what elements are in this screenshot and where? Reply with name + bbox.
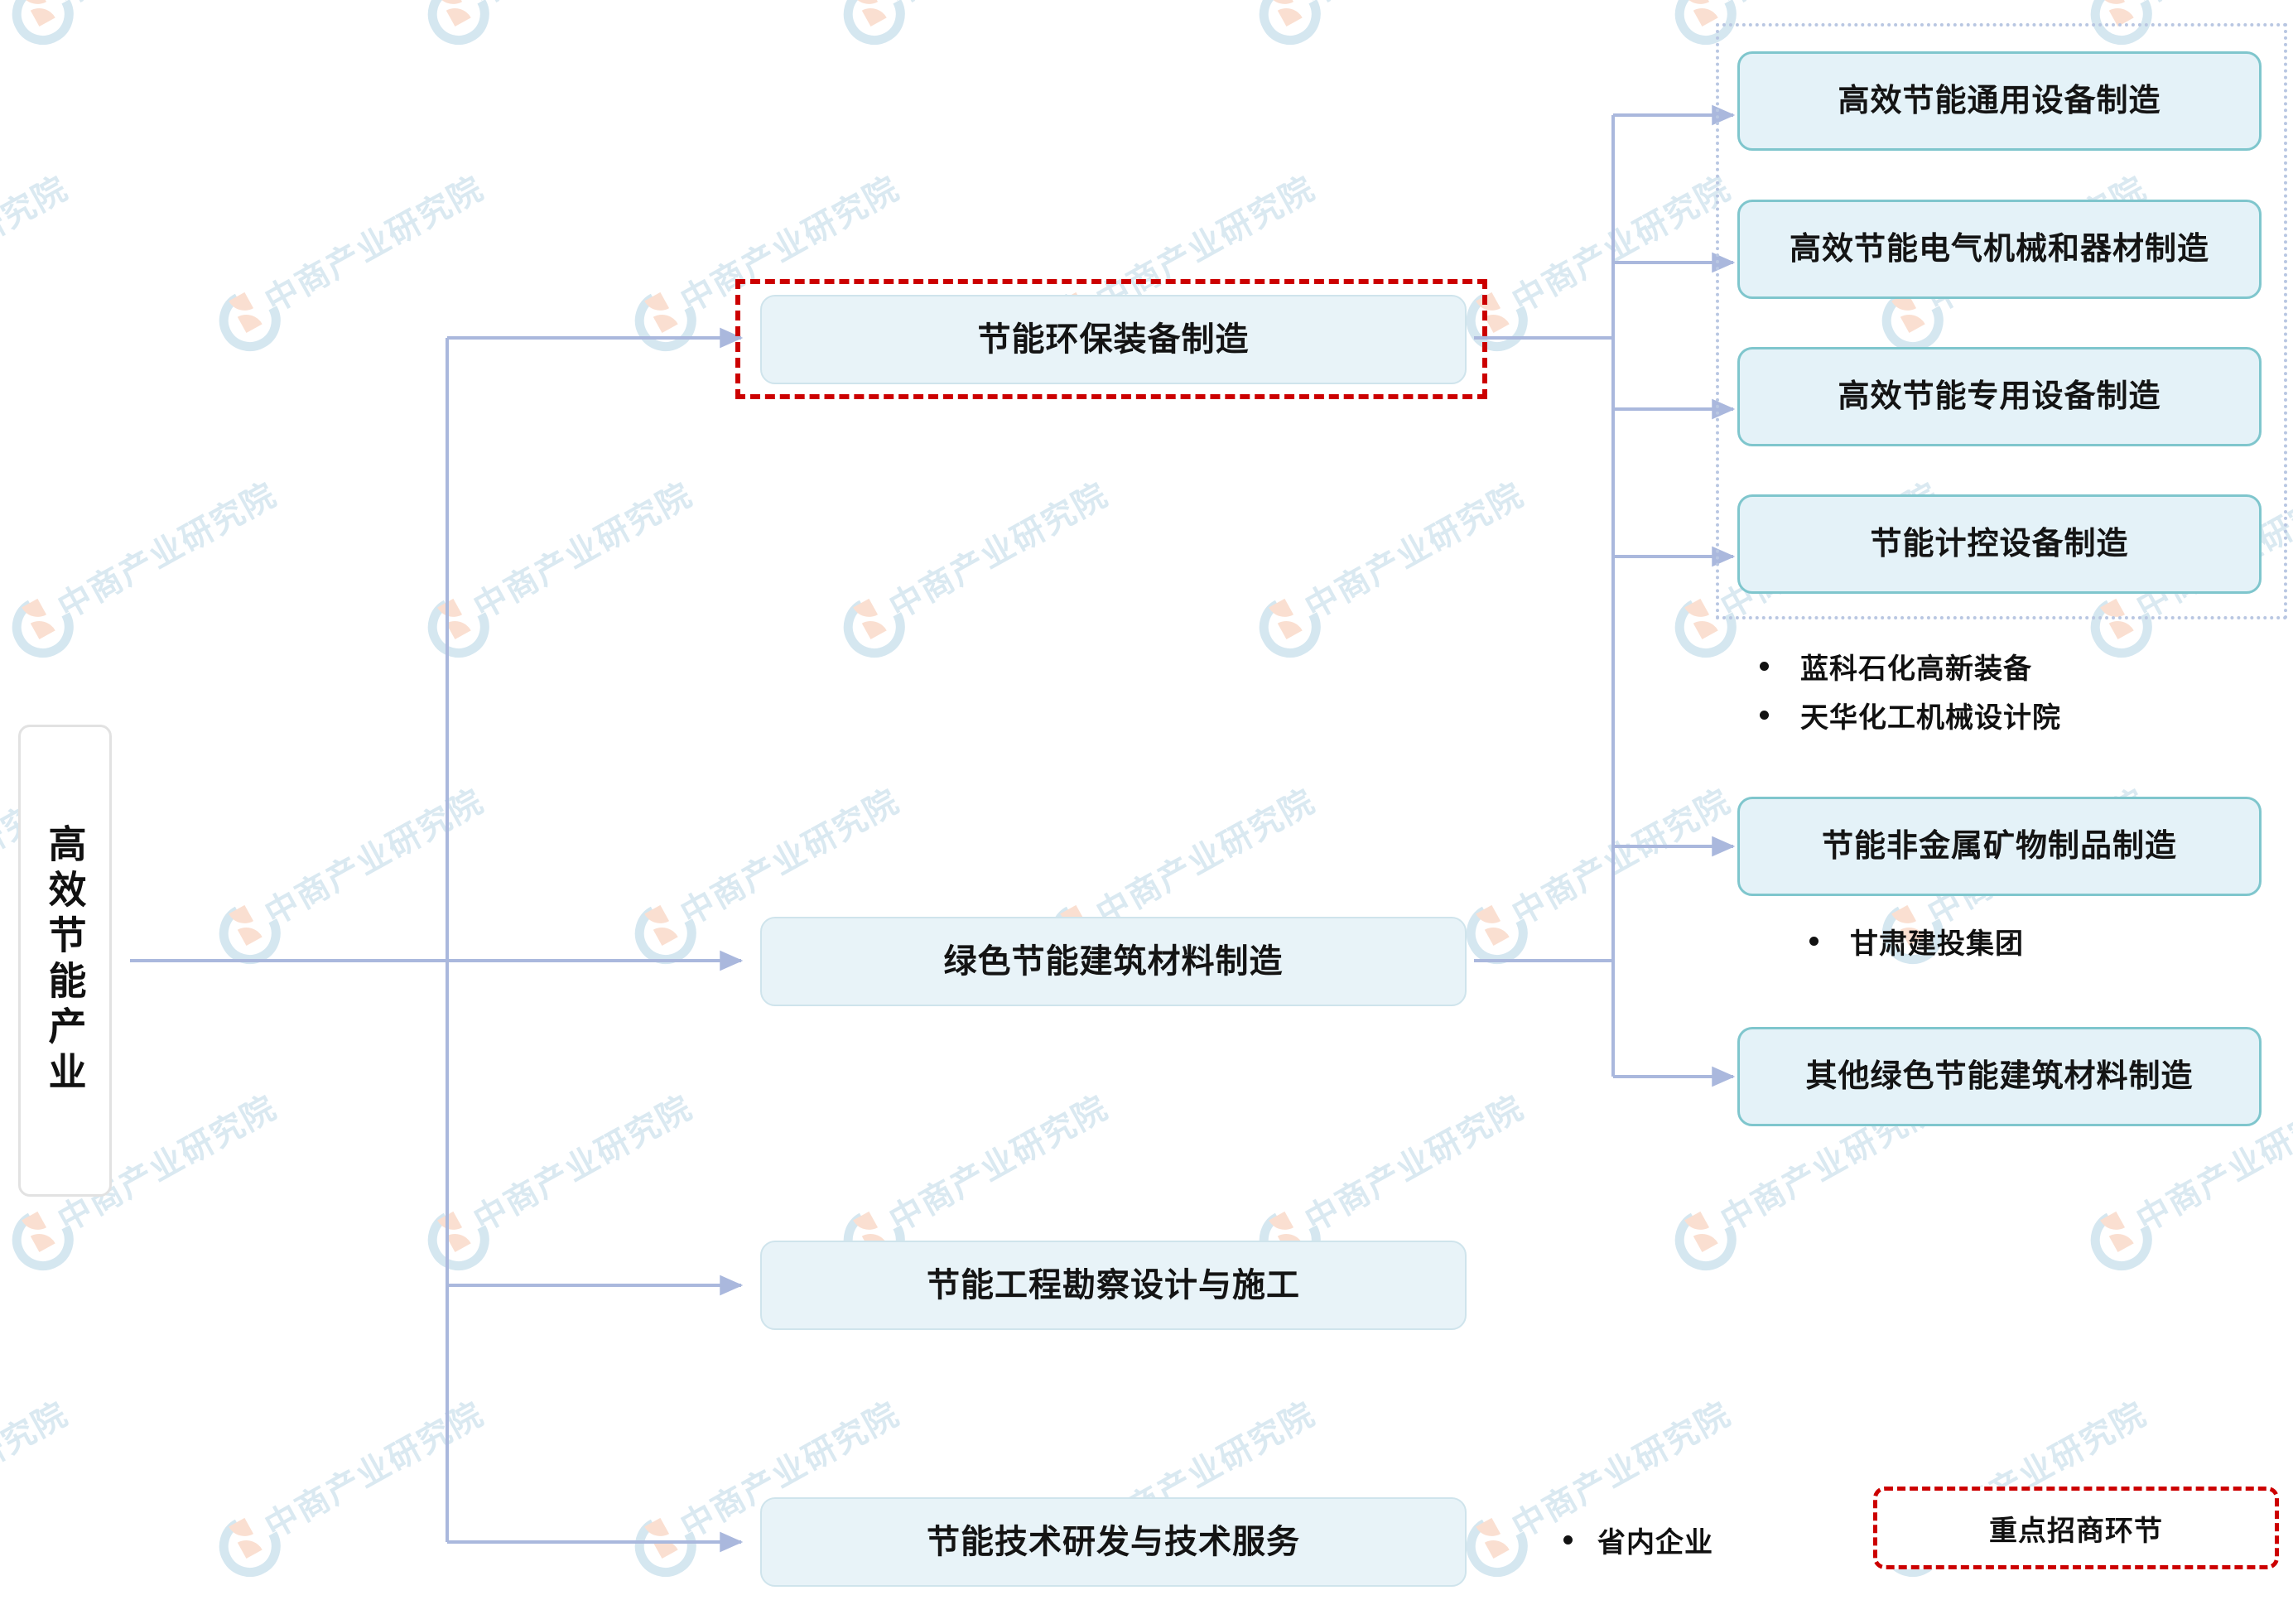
root-node-label: 高效节能产业	[42, 824, 88, 1097]
sub-node-electrical-machinery-label: 高效节能电气机械和器材制造	[1789, 230, 2209, 267]
bullet-dot-icon	[1563, 1535, 1573, 1544]
sub-node-general-equipment-label: 高效节能通用设备制造	[1838, 82, 2161, 119]
branch-node-materials[interactable]: 绿色节能建筑材料制造	[760, 917, 1467, 1006]
list-item: 蓝科石化高新装备	[1760, 646, 2061, 687]
legend-key-investment-label: 重点招商环节	[1989, 1514, 2163, 1548]
sub-node-other-green-materials[interactable]: 其他绿色节能建筑材料制造	[1737, 1027, 2262, 1126]
list-item: 甘肃建投集团	[1809, 921, 2024, 961]
sub-node-general-equipment[interactable]: 高效节能通用设备制造	[1737, 51, 2262, 151]
sub-node-electrical-machinery[interactable]: 高效节能电气机械和器材制造	[1737, 200, 2262, 299]
sub-node-special-equipment[interactable]: 高效节能专用设备制造	[1737, 347, 2262, 446]
branch-node-engineering-label: 节能工程勘察设计与施工	[927, 1266, 1300, 1304]
sub-node-special-equipment-label: 高效节能专用设备制造	[1838, 378, 2161, 415]
bullet-dot-icon	[1809, 937, 1819, 946]
root-node[interactable]: 高效节能产业	[18, 725, 112, 1197]
bullet-dot-icon	[1760, 662, 1769, 671]
sub-node-metering-control-label: 节能计控设备制造	[1870, 525, 2129, 562]
sub-node-nonmetal-mineral-label: 节能非金属矿物制品制造	[1821, 827, 2177, 865]
sub-node-other-green-materials-label: 其他绿色节能建筑材料制造	[1805, 1058, 2194, 1095]
list-item: 天华化工机械设计院	[1760, 695, 2061, 735]
sub-node-nonmetal-mineral[interactable]: 节能非金属矿物制品制造	[1737, 797, 2262, 896]
equipment-company-list: 蓝科石化高新装备 天华化工机械设计院	[1760, 646, 2061, 735]
company-name: 蓝科石化高新装备	[1800, 653, 2032, 686]
branch-node-materials-label: 绿色节能建筑材料制造	[943, 942, 1284, 981]
materials-company-list: 甘肃建投集团	[1809, 921, 2024, 961]
bullet-dot-icon	[1760, 711, 1769, 720]
branch-node-rnd-label: 节能技术研发与技术服务	[927, 1523, 1300, 1561]
branch-node-engineering[interactable]: 节能工程勘察设计与施工	[760, 1241, 1467, 1330]
company-name: 甘肃建投集团	[1850, 928, 2024, 961]
sub-node-metering-control[interactable]: 节能计控设备制造	[1737, 494, 2262, 594]
branch-node-rnd[interactable]: 节能技术研发与技术服务	[760, 1497, 1467, 1587]
equipment-subgroup-container	[1716, 23, 2287, 619]
company-name: 天华化工机械设计院	[1800, 701, 2061, 735]
legend-key-investment-box: 重点招商环节	[1873, 1487, 2279, 1569]
branch-node-equipment[interactable]: 节能环保装备制造	[760, 295, 1467, 384]
legend-company-note-label: 省内企业	[1597, 1526, 1713, 1559]
legend-company-note: 省内企业	[1563, 1520, 1713, 1560]
branch-node-equipment-label: 节能环保装备制造	[977, 320, 1250, 359]
